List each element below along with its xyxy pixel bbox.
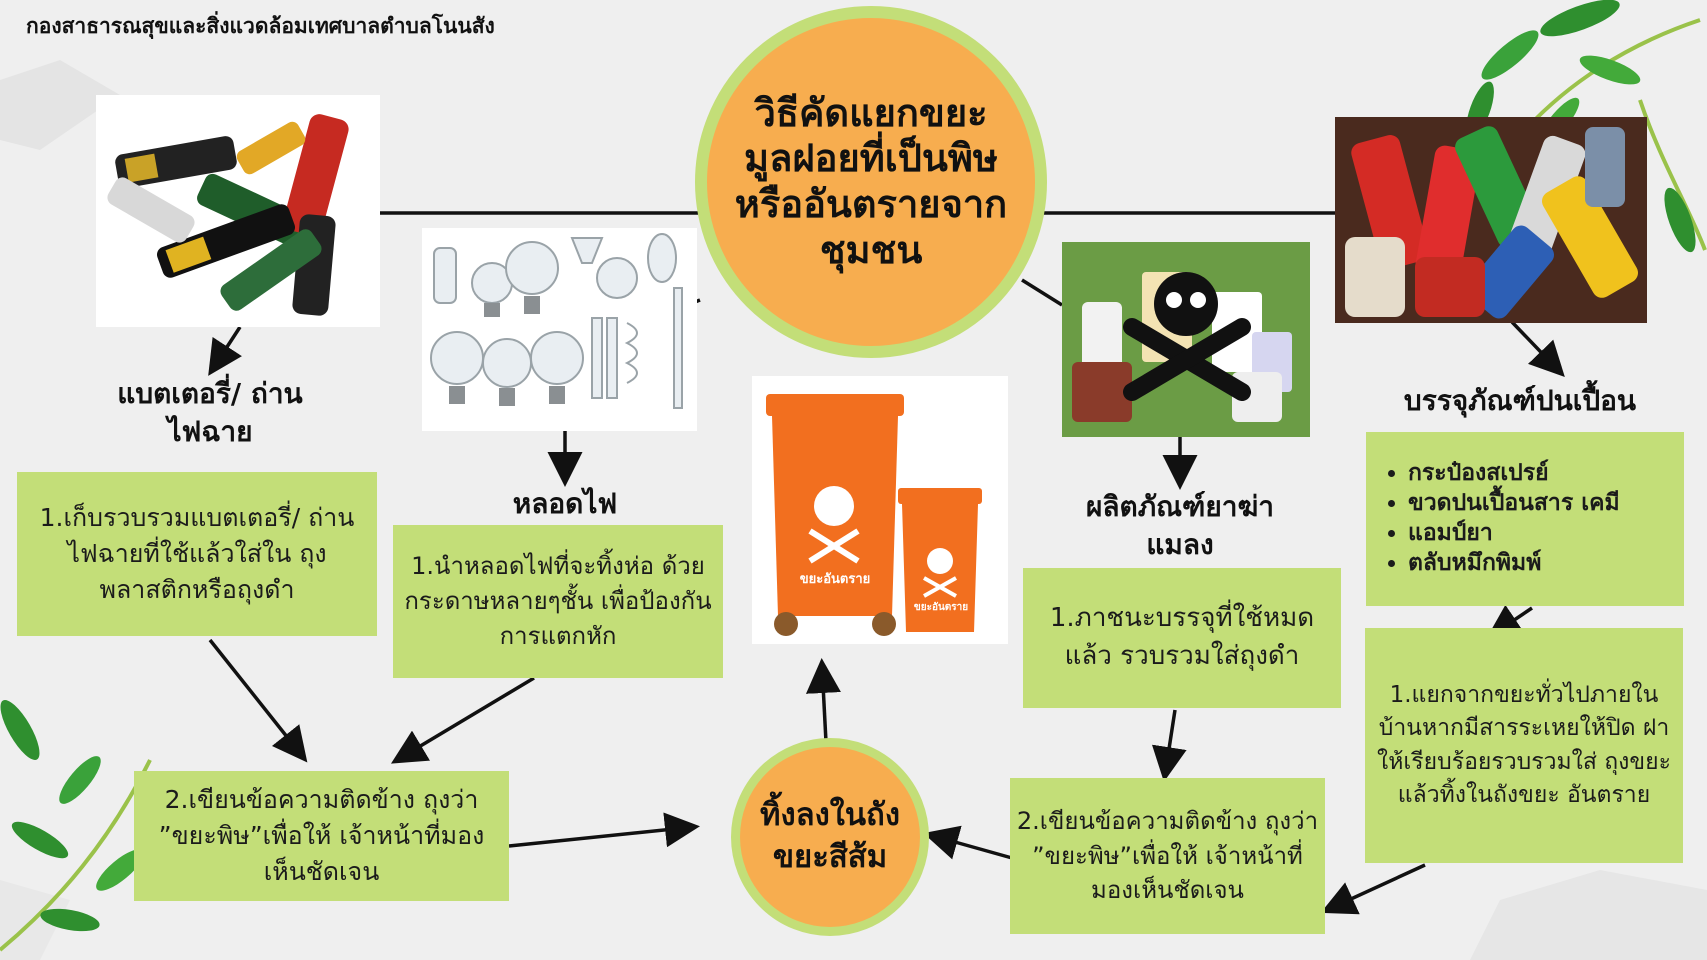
heading-pesticide: ผลิตภัณฑ์ยาฆ่าแมลง (1085, 490, 1275, 561)
container-item: กระป๋องสเปรย์ (1408, 459, 1620, 489)
spray-cans-image (1335, 117, 1647, 323)
bulb-image (430, 233, 683, 409)
heading-bulb: หลอดไฟ (512, 487, 618, 520)
container-item: ขวดปนเปื้อนสาร เคมี (1408, 489, 1620, 519)
org-name: กองสาธารณสุขและสิ่งแวดล้อมเทศบาลตำบลโนนส… (26, 14, 495, 38)
battery-step1-text: 1.เก็บรวบรวมแบตเตอรี่/ ถ่านไฟฉายที่ใช้แล… (39, 502, 355, 605)
heading-battery: แบตเตอรี่/ ถ่านไฟฉาย (117, 377, 303, 448)
container-item: แอมป์ยา (1408, 519, 1620, 549)
battery-step1-box: 1.เก็บรวบรวมแบตเตอรี่/ ถ่านไฟฉายที่ใช้แล… (17, 472, 377, 636)
container-items-list: กระป๋องสเปรย์ขวดปนเปื้อนสาร เคมีแอมป์ยาต… (1380, 459, 1620, 579)
bulb-step1-text: 1.นำหลอดไฟที่จะทิ้งห่อ ด้วยกระดาษหลายๆชั… (404, 552, 712, 650)
battery-photo (96, 95, 380, 327)
pesticide-image (1062, 242, 1310, 437)
bulb-step1-box: 1.นำหลอดไฟที่จะทิ้งห่อ ด้วยกระดาษหลายๆชั… (393, 525, 723, 678)
left-step2-text: 2.เขียนข้อความติดข้าง ถุงว่า ”ขยะพิษ”เพื… (158, 784, 485, 887)
bin-label-large: ขยะอันตราย (799, 572, 871, 587)
container-item: ตลับหมึกพิมพ์ (1408, 549, 1620, 579)
dispose-circle: ทิ้งลงในถัง ขยะสีส้ม (731, 738, 929, 936)
center-title-circle: วิธีคัดแยกขยะมูลฝอยที่เป็นพิษหรืออันตราย… (695, 6, 1047, 358)
heading-container: บรรจุภัณฑ์ปนเปื้อน (1403, 384, 1637, 417)
left-step2-box: 2.เขียนข้อความติดข้าง ถุงว่า ”ขยะพิษ”เพื… (134, 771, 509, 901)
pesticide-step1-text: 1.ภาชนะบรรจุที่ใช้หมด แล้ว รวบรวมใส่ถุงด… (1049, 603, 1315, 671)
right-step2-box: 2.เขียนข้อความติดข้าง ถุงว่า ”ขยะพิษ”เพื… (1010, 778, 1325, 934)
center-title: วิธีคัดแยกขยะมูลฝอยที่เป็นพิษหรืออันตราย… (734, 90, 1008, 272)
dispose-circle-text: ทิ้งลงในถัง ขยะสีส้ม (760, 797, 900, 875)
bins-image (766, 394, 982, 636)
pesticide-step1-box: 1.ภาชนะบรรจุที่ใช้หมด แล้ว รวบรวมใส่ถุงด… (1023, 568, 1341, 708)
pesticide-photo (1062, 242, 1310, 437)
right-step2-text: 2.เขียนข้อความติดข้าง ถุงว่า ”ขยะพิษ”เพื… (1016, 806, 1319, 905)
battery-image (107, 114, 349, 316)
orange-bins-illustration: ขยะอันตราย ขยะอันตราย (752, 376, 1008, 644)
container-step1-text: 1.แยกจากขยะทั่วไปภายใน บ้านหากมีสารระเหย… (1377, 681, 1671, 808)
container-step1-box: 1.แยกจากขยะทั่วไปภายใน บ้านหากมีสารระเหย… (1365, 628, 1683, 863)
bin-label-small: ขยะอันตราย (913, 602, 969, 613)
container-items-box: กระป๋องสเปรย์ขวดปนเปื้อนสาร เคมีแอมป์ยาต… (1366, 432, 1684, 606)
spray-cans-photo (1335, 117, 1647, 323)
bulb-photo (422, 228, 697, 431)
